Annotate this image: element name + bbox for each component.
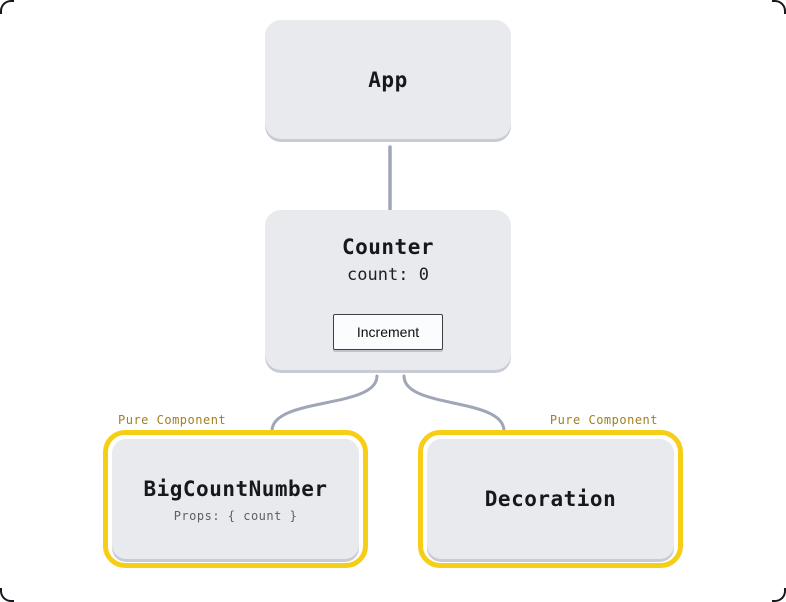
screenshot-corner-bottomright [772, 588, 786, 602]
screenshot-corner-topright [772, 0, 786, 14]
pure-component-badge-right: Pure Component [549, 413, 658, 427]
counter-state-value: count: 0 [347, 265, 429, 285]
node-app-title: App [368, 67, 408, 92]
node-decoration-title: Decoration [484, 487, 617, 511]
node-bigcountnumber: BigCountNumber Props: { count } [103, 430, 368, 568]
pure-component-badge-left: Pure Component [118, 413, 227, 427]
connector-counter-to-decoration [402, 374, 506, 433]
node-counter: Counter count: 0 Increment [265, 210, 511, 370]
node-bigcountnumber-props: Props: { count } [173, 508, 298, 523]
node-app: App [265, 20, 511, 139]
node-decoration-body: Decoration [427, 439, 674, 559]
connector-counter-to-bigcountnumber [270, 374, 379, 433]
screenshot-corner-topleft [0, 0, 14, 14]
screenshot-corner-bottomleft [0, 588, 14, 602]
node-counter-title: Counter [341, 235, 434, 259]
increment-button[interactable]: Increment [333, 314, 443, 350]
node-bigcountnumber-body: BigCountNumber Props: { count } [112, 439, 359, 559]
node-bigcountnumber-title: BigCountNumber [143, 476, 328, 501]
node-decoration: Decoration [418, 430, 683, 568]
